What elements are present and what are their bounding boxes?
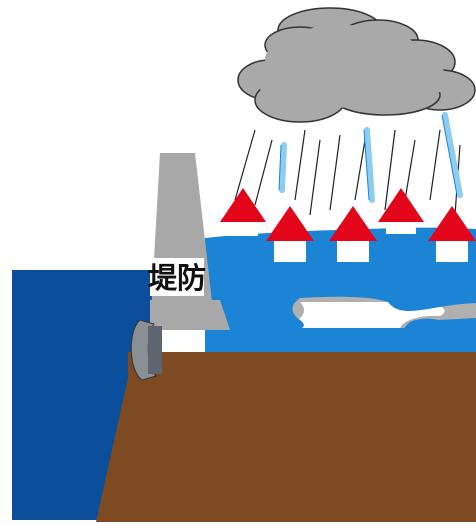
rain-streaks-light (282, 115, 460, 200)
rain-icon (235, 130, 460, 215)
flood-water-band (205, 328, 476, 352)
levee-base (150, 300, 230, 330)
cloud-fill (260, 25, 450, 108)
levee-label: 堤防 (148, 261, 206, 295)
sluice-gate-body (148, 326, 162, 374)
house-icon (378, 188, 424, 234)
house-icon (220, 188, 266, 236)
ground (96, 352, 476, 522)
